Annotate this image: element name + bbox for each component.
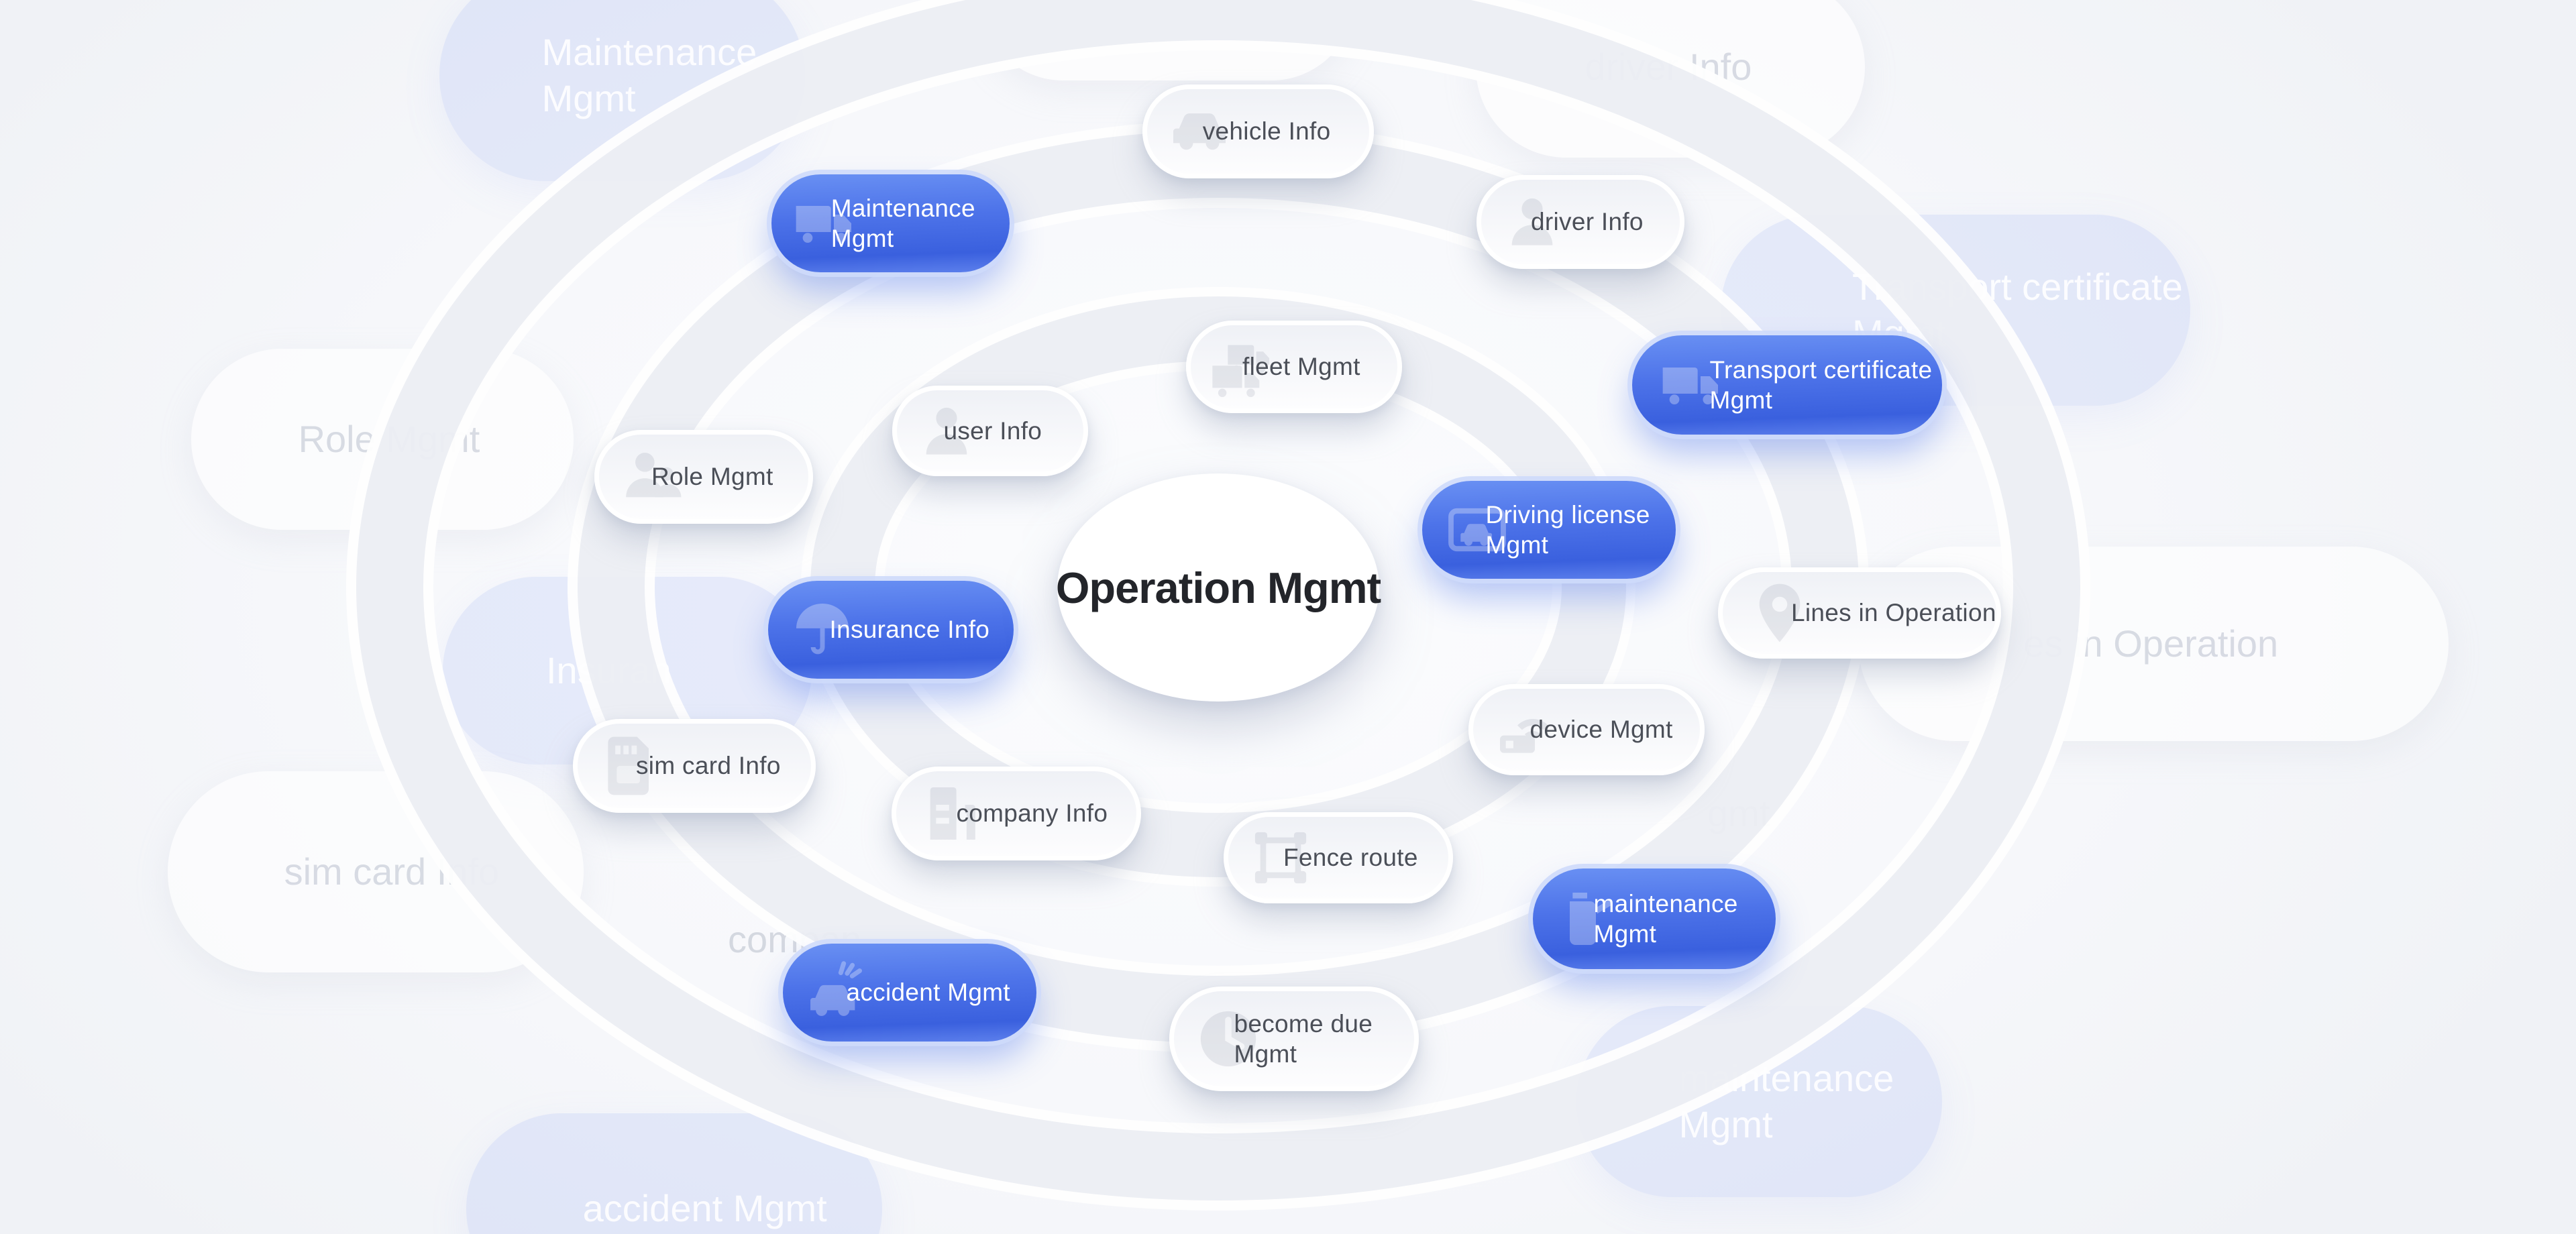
node-label-line: Fence route [1283, 844, 1418, 872]
node-label: user Info [897, 416, 1059, 446]
node-label-line: Mgmt [1234, 1040, 1297, 1068]
node-label-line: accident Mgmt [846, 978, 1010, 1007]
node-fleet-mgmt[interactable]: fleet Mgmt [1186, 321, 1402, 413]
node-label-line: fleet Mgmt [1242, 353, 1360, 381]
node-vehicle-info[interactable]: vehicle Info [1142, 85, 1374, 178]
node-role-mgmt[interactable]: Role Mgmt [594, 430, 813, 524]
node-fence-route[interactable]: Fence route [1224, 812, 1453, 903]
node-label-line: Mgmt [830, 225, 894, 252]
node-device-mgmt[interactable]: device Mgmt [1468, 684, 1705, 775]
node-label: Role Mgmt [599, 461, 791, 492]
node-label-line: sim card Info [636, 752, 781, 780]
node-lines-in-operation[interactable]: Lines in Operation [1718, 567, 2001, 659]
node-label: Insurance Info [768, 614, 1007, 644]
node-label: sim card Info [578, 750, 798, 781]
node-label-line: Driving license [1485, 500, 1650, 528]
node-label-line: company Info [956, 799, 1108, 828]
node-insurance-info[interactable]: Insurance Info [768, 581, 1014, 679]
center-node-label: Operation Mgmt [1055, 563, 1381, 612]
node-label: device Mgmt [1473, 714, 1690, 744]
node-label-line: user Info [943, 416, 1042, 445]
node-label-line: become due [1234, 1009, 1373, 1037]
node-label-line: Mgmt [1593, 920, 1657, 948]
node-label: company Info [896, 798, 1125, 828]
node-label-line: Lines in Operation [1791, 599, 1996, 627]
node-label-line: vehicle Info [1202, 117, 1331, 146]
node-user-info[interactable]: user Info [892, 386, 1088, 476]
node-label-line: Insurance Info [829, 616, 990, 644]
node-driver-info[interactable]: driver Info [1477, 175, 1684, 269]
node-label-line: driver Info [1531, 208, 1644, 236]
node-label: accident Mgmt [783, 977, 1028, 1007]
node-label-line: Mgmt [1709, 386, 1773, 414]
node-sim-card-info[interactable]: sim card Info [573, 719, 816, 813]
node-label-line: Role Mgmt [651, 463, 773, 491]
node-label: vehicle Info [1147, 116, 1348, 146]
node-label-line: Mgmt [1485, 531, 1549, 559]
node-label: Fence route [1228, 842, 1436, 873]
node-accident-mgmt[interactable]: accident Mgmt [783, 944, 1036, 1042]
node-label: Lines in Operation [1723, 598, 2014, 628]
center-node-operation-mgmt[interactable]: Operation Mgmt [1055, 473, 1381, 702]
node-label: fleet Mgmt [1191, 351, 1378, 382]
node-company-info[interactable]: company Info [892, 767, 1141, 860]
node-label: driver Info [1481, 207, 1661, 237]
node-label-line: device Mgmt [1529, 716, 1673, 744]
node-label-line: maintenance [1593, 889, 1738, 917]
node-label-line: Maintenance [830, 194, 975, 222]
node-label-line: Transport certificate [1709, 355, 1933, 384]
